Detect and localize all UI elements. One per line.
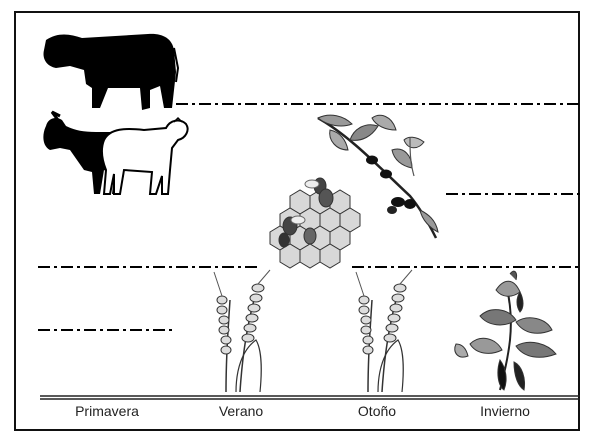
season-label-spring: Primavera — [52, 403, 162, 419]
cow-icon — [44, 34, 179, 110]
wheat-icon — [214, 270, 270, 392]
season-label-summer: Verano — [186, 403, 296, 419]
carob-icon — [455, 271, 556, 390]
sheep-icon — [102, 118, 188, 194]
ground-line — [40, 396, 580, 399]
wheat-icon — [356, 270, 412, 392]
season-label-winter: Invierno — [450, 403, 560, 419]
season-label-autumn: Otoño — [322, 403, 432, 419]
honeycomb-bees-icon — [270, 178, 360, 268]
